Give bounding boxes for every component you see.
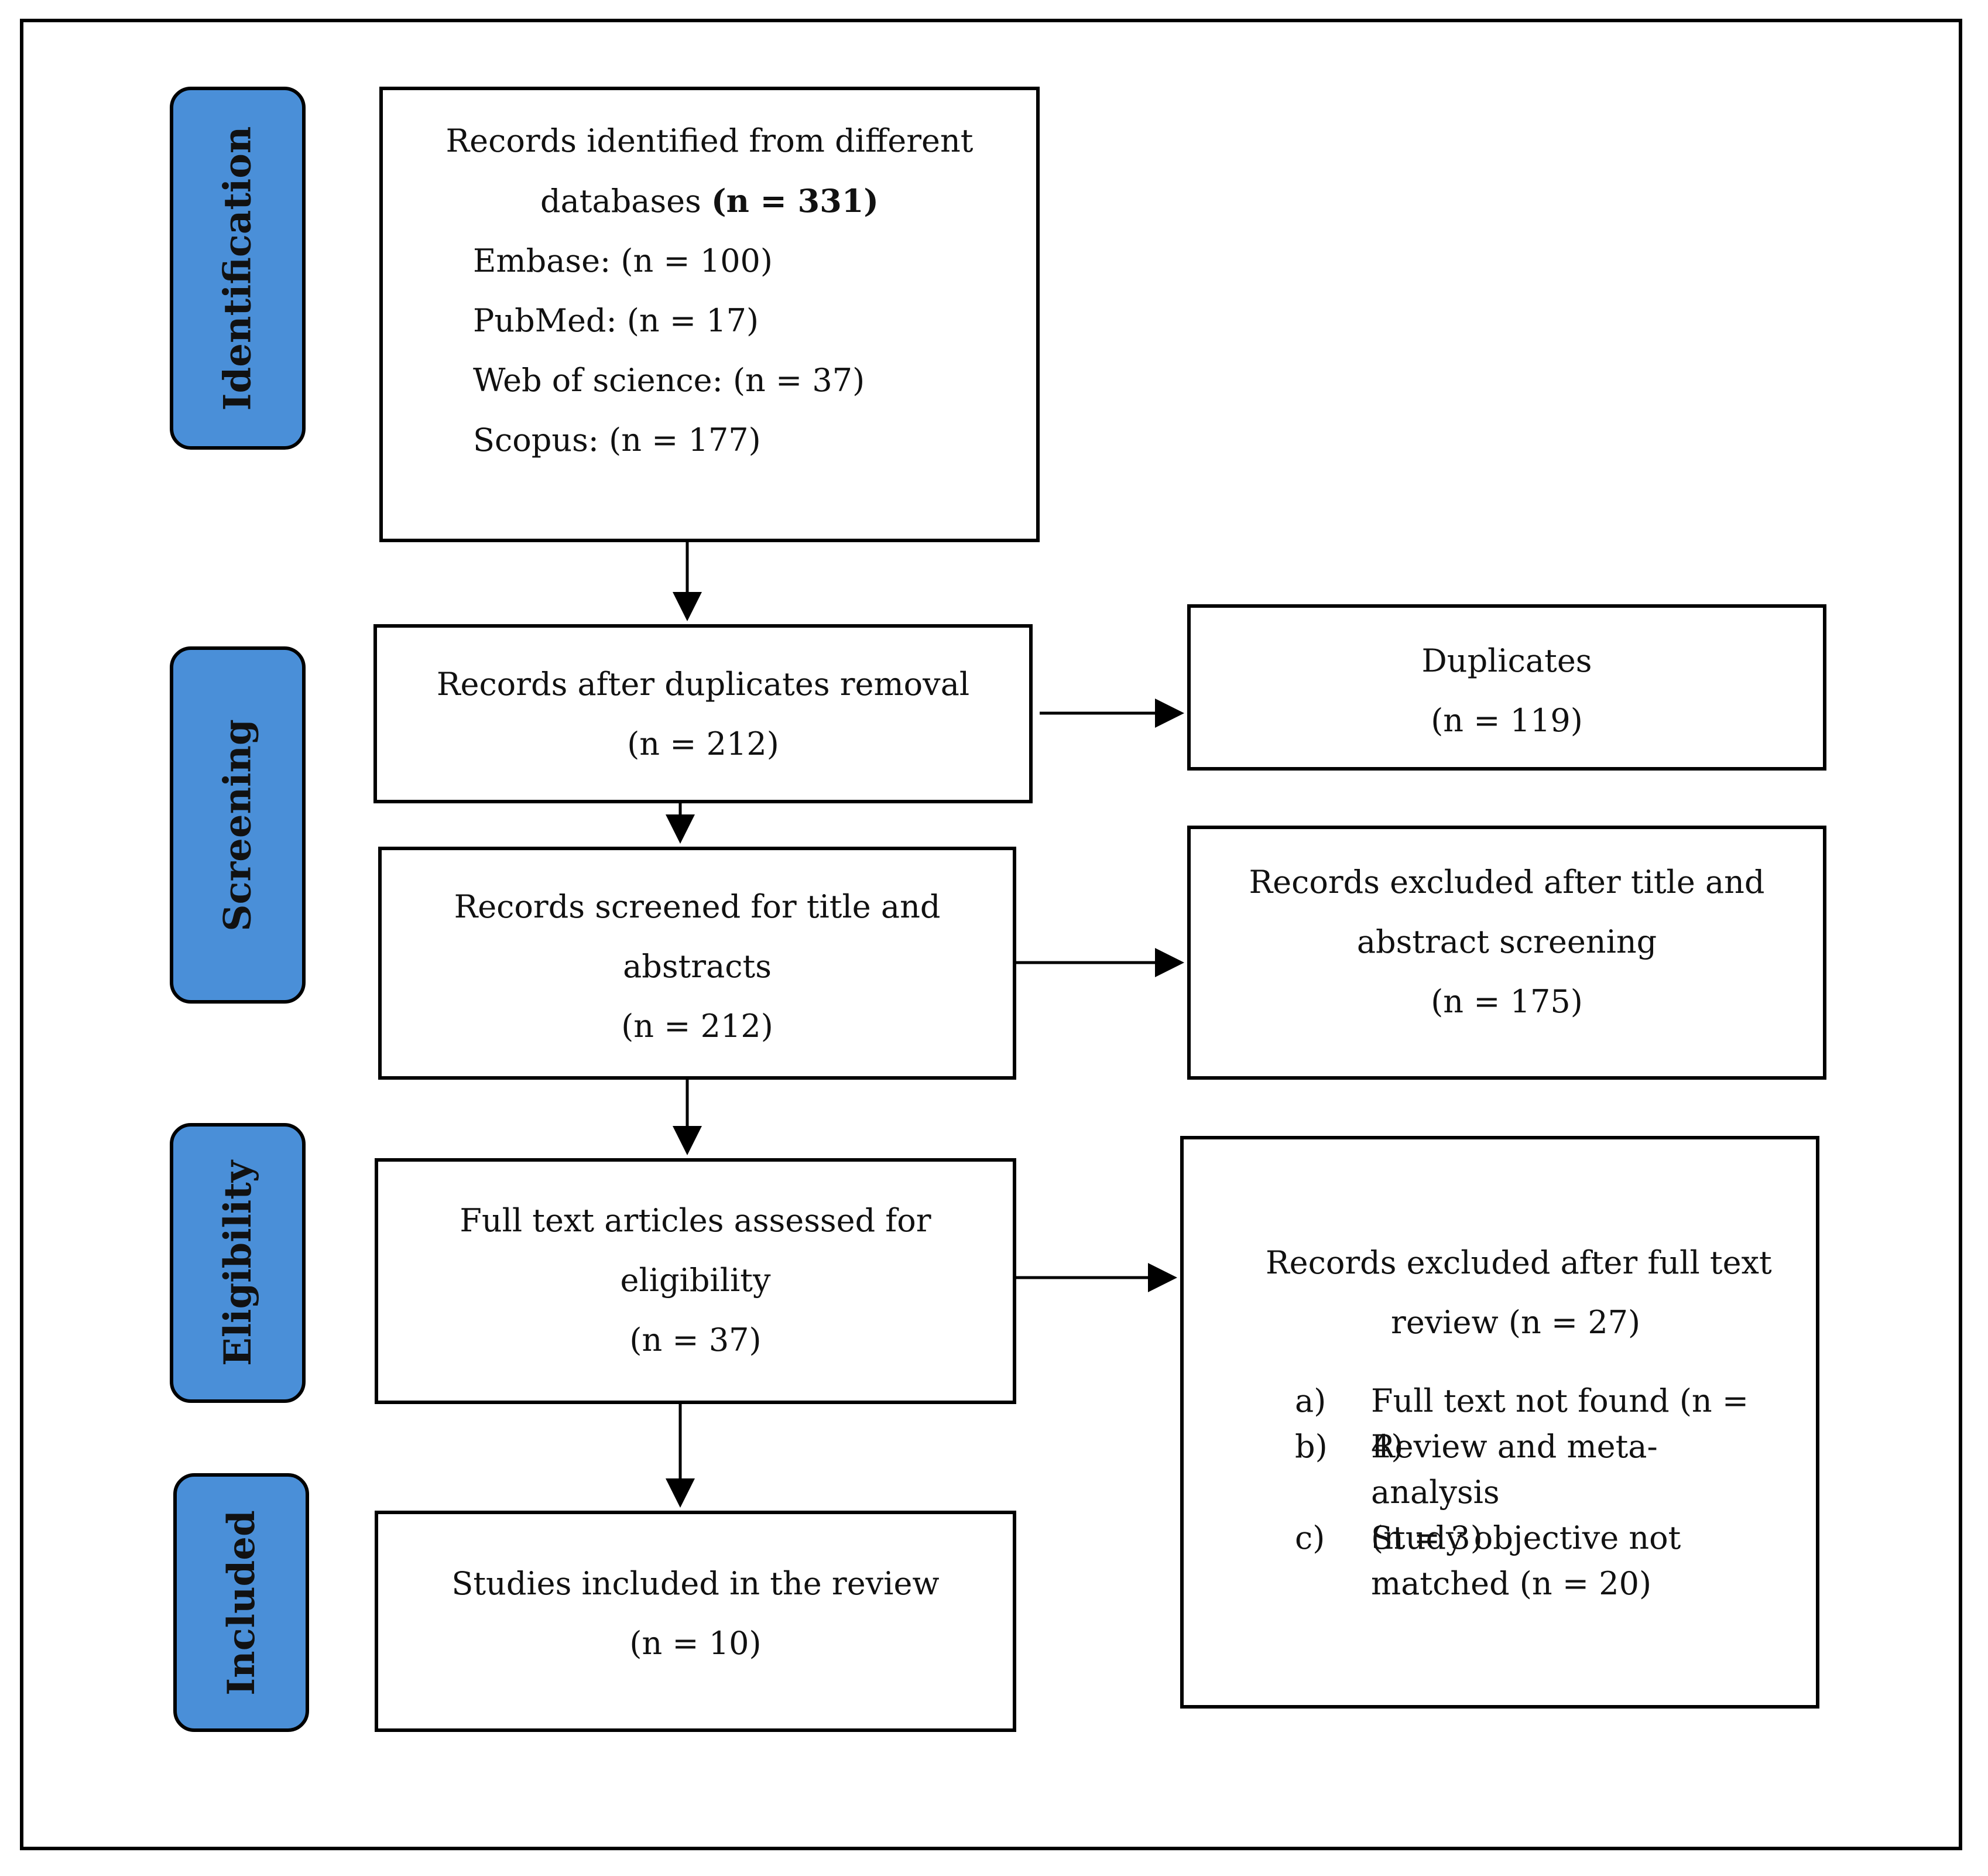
excluded-title-line3: (n = 175) — [1431, 983, 1583, 1020]
after-duplicates-line2: (n = 212) — [627, 725, 779, 762]
duplicates-line1: Duplicates — [1421, 642, 1592, 679]
reason-a-text: Full text not found (n = 4) — [1371, 1382, 1749, 1465]
excluded-reason-b: b) Review and meta-analysis (n = 3) — [1295, 1424, 1810, 1556]
studies-included-box: Studies included in the review (n = 10) — [375, 1511, 1016, 1732]
reason-b-marker: b) — [1295, 1428, 1328, 1465]
identified-pubmed: PubMed: (n = 17) — [473, 302, 759, 339]
excluded-title-abstract-box: Records excluded after title and abstrac… — [1187, 826, 1826, 1080]
excluded-fulltext-line2: review (n = 27) — [1391, 1304, 1641, 1341]
records-identified-box: Records identified from different databa… — [379, 87, 1040, 542]
included-line2: (n = 10) — [629, 1625, 762, 1662]
excluded-title-line1: Records excluded after title and — [1249, 864, 1765, 901]
screened-line3: (n = 212) — [621, 1008, 773, 1045]
reason-c-text: Study objective not matched (n = 20) — [1371, 1519, 1681, 1602]
identified-total: (n = 331) — [711, 182, 879, 220]
stage-label-screening: Screening — [170, 646, 306, 1004]
fulltext-assessed-box: Full text articles assessed for eligibil… — [375, 1158, 1016, 1404]
after-duplicates-line1: Records after duplicates removal — [436, 666, 970, 703]
identified-title-line1: Records identified from different — [445, 122, 974, 159]
records-screened-box: Records screened for title and abstracts… — [378, 847, 1016, 1080]
outer-frame — [20, 19, 1962, 1850]
excluded-fulltext-box: Records excluded after full text review … — [1180, 1136, 1819, 1709]
fulltext-line2: eligibility — [620, 1262, 771, 1299]
stage-label-included: Included — [173, 1473, 309, 1732]
fulltext-line1: Full text articles assessed for — [460, 1202, 931, 1239]
excluded-title-line2: abstract screening — [1356, 923, 1657, 960]
reason-c-marker: c) — [1295, 1519, 1325, 1556]
records-after-duplicates-box: Records after duplicates removal (n = 21… — [373, 624, 1033, 803]
reason-a-marker: a) — [1295, 1382, 1327, 1419]
identified-wos: Web of science: (n = 37) — [473, 362, 865, 399]
duplicates-box: Duplicates (n = 119) — [1187, 604, 1826, 771]
duplicates-line2: (n = 119) — [1431, 702, 1583, 739]
identified-title-line2: databases (n = 331) — [540, 182, 879, 220]
fulltext-line3: (n = 37) — [629, 1322, 762, 1358]
identified-embase: Embase: (n = 100) — [473, 242, 773, 279]
excluded-reason-c: c) Study objective not matched (n = 20) — [1295, 1515, 1810, 1609]
screened-line1: Records screened for title and — [454, 888, 941, 925]
screened-line2: abstracts — [623, 948, 772, 985]
reason-b-text: Review and meta-analysis (n = 3) — [1371, 1428, 1658, 1556]
stage-label-eligibility: Eligibility — [170, 1123, 306, 1403]
stage-label-identification: Identification — [170, 87, 306, 450]
excluded-reason-a: a) Full text not found (n = 4) — [1295, 1378, 1810, 1465]
identified-scopus: Scopus: (n = 177) — [473, 422, 761, 458]
excluded-fulltext-line1: Records excluded after full text — [1266, 1244, 1772, 1281]
included-line1: Studies included in the review — [451, 1565, 940, 1602]
